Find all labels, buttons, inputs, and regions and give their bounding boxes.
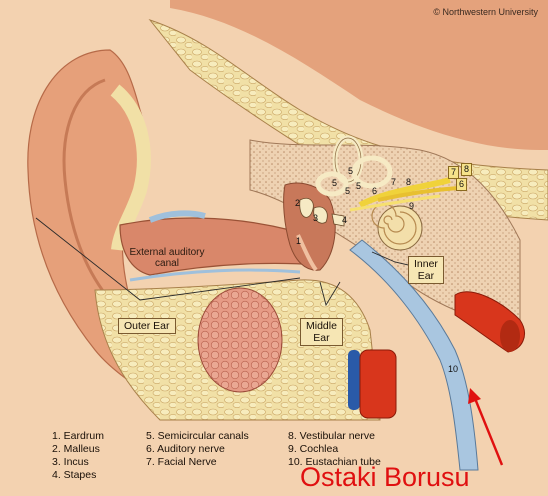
number-4: 4 xyxy=(342,215,348,225)
pinna-fold xyxy=(62,78,112,301)
legend-item: 1. Eardrum xyxy=(52,430,104,442)
number-8b: 8 xyxy=(461,163,473,176)
outer-ear-leader xyxy=(35,217,301,301)
number-7b: 7 xyxy=(448,166,460,179)
incus xyxy=(313,206,328,224)
canal-label-line1: External auditory xyxy=(129,247,205,258)
inner-ear-label-line2: Ear xyxy=(417,270,435,282)
legend-item: 4. Stapes xyxy=(52,469,97,481)
canal-label: External auditory canal xyxy=(112,247,222,269)
legend-item: 2. Malleus xyxy=(52,443,100,455)
number-9: 9 xyxy=(409,201,415,211)
skin-layer xyxy=(170,0,548,150)
number-6a: 6 xyxy=(372,186,378,196)
malleus xyxy=(299,197,314,218)
semicircular-canal-3 xyxy=(315,171,349,197)
vein xyxy=(348,350,360,410)
number-7a: 7 xyxy=(391,177,397,187)
canal-lining-upper xyxy=(148,210,206,223)
parotid-gland xyxy=(197,287,283,393)
overlay-arrow xyxy=(472,395,504,466)
legend-item: 6. Auditory nerve xyxy=(146,443,225,455)
number-5c: 5 xyxy=(345,186,351,196)
number-5a: 5 xyxy=(348,166,354,176)
legend-item: 7. Facial Nerve xyxy=(146,456,217,468)
number-5b: 5 xyxy=(332,178,338,188)
semicircular-canal-2 xyxy=(351,155,393,189)
legend-column-1: 1. Eardrum 2. Malleus 3. Incus 4. Stapes xyxy=(52,430,104,482)
legend-item: 8. Vestibular nerve xyxy=(288,430,375,442)
middle-ear-leader xyxy=(319,281,341,307)
inner-ear-label: Inner Ear xyxy=(408,256,444,284)
legend-item: 5. Semicircular canals xyxy=(146,430,249,442)
facial-nerve xyxy=(377,186,459,202)
eardrum xyxy=(296,234,318,272)
number-2: 2 xyxy=(295,198,301,208)
canal-lining xyxy=(129,268,301,282)
outer-ear-label: Outer Ear xyxy=(118,318,176,334)
artery xyxy=(359,349,397,419)
legend-column-3: 8. Vestibular nerve 9. Cochlea 10. Eusta… xyxy=(288,430,381,469)
stapes xyxy=(331,213,345,227)
legend-item: 3. Incus xyxy=(52,456,89,468)
canal-label-line2: canal xyxy=(155,258,179,269)
number-6b: 6 xyxy=(456,178,468,191)
middle-ear-label-line1: Middle xyxy=(306,320,337,332)
inner-ear-label-line1: Inner xyxy=(414,258,438,270)
vestibular-nerve xyxy=(358,177,451,208)
middle-ear-label-line2: Ear xyxy=(313,332,330,344)
eustachian-tube xyxy=(349,239,479,471)
number-10: 10 xyxy=(448,364,459,374)
auditory-nerve xyxy=(349,194,441,212)
blood-vessel-end xyxy=(500,320,520,352)
legend-item: 10. Eustachian tube xyxy=(288,456,381,468)
legend-item: 9. Cochlea xyxy=(288,443,339,455)
number-3: 3 xyxy=(313,213,319,223)
overlay-label: Ostaki Borusu xyxy=(300,462,470,492)
copyright-notice: © Northwestern University xyxy=(433,7,538,17)
number-1: 1 xyxy=(296,236,302,246)
legend-column-2: 5. Semicircular canals 6. Auditory nerve… xyxy=(146,430,249,469)
middle-ear-label: Middle Ear xyxy=(300,318,343,346)
number-8a: 8 xyxy=(406,177,412,187)
overlay-arrowhead xyxy=(468,388,481,404)
number-5d: 5 xyxy=(356,181,362,191)
